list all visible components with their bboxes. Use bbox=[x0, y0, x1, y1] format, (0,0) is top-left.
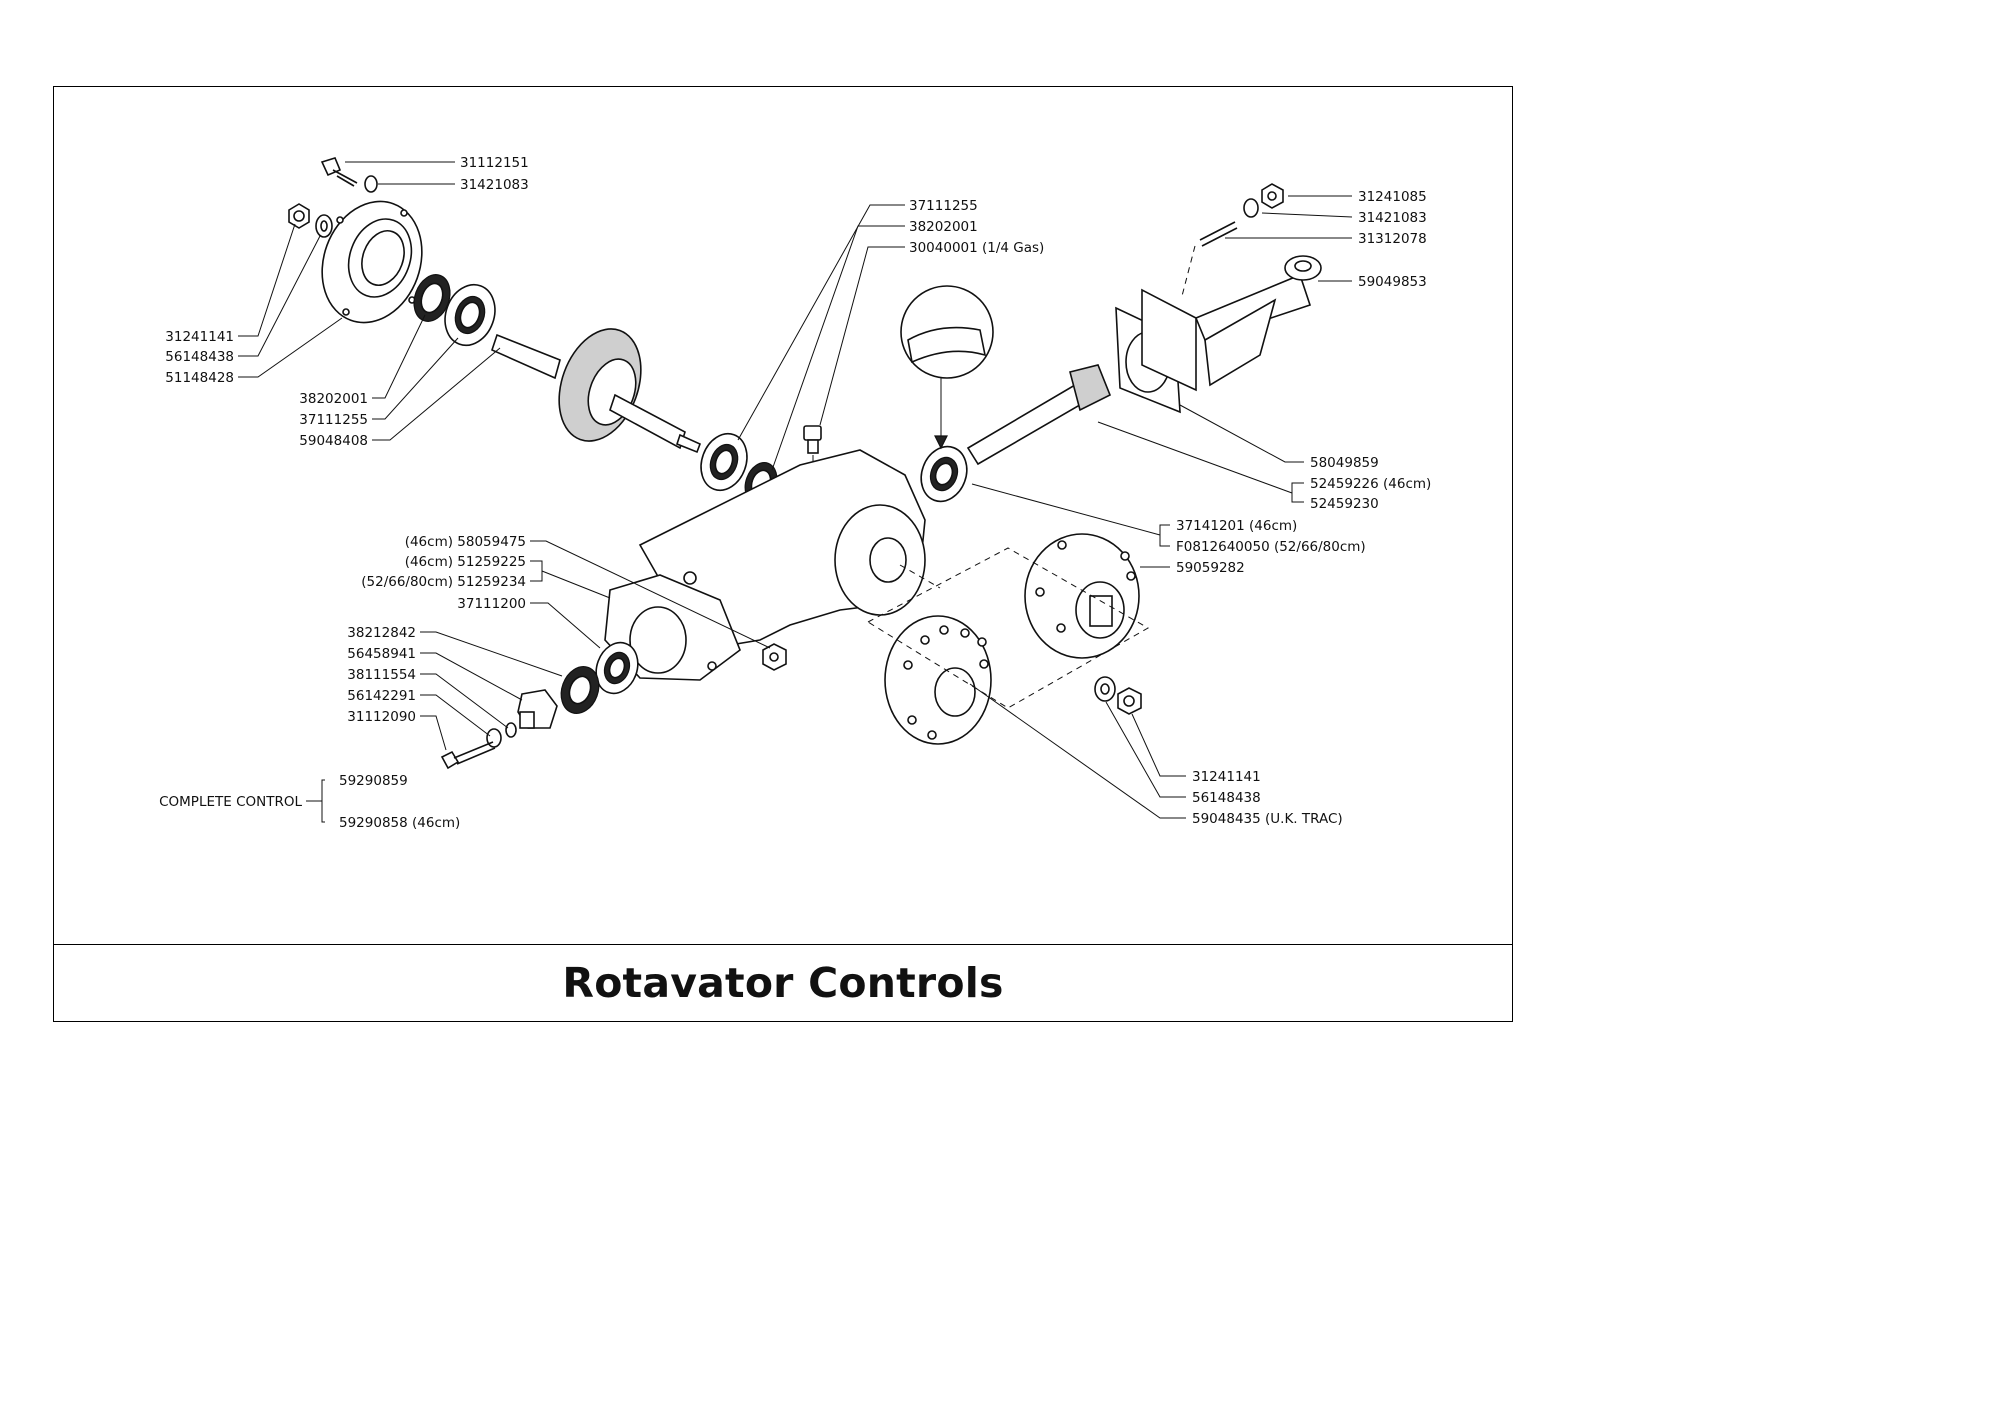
callout-31421083-right: 31421083 bbox=[1358, 210, 1427, 226]
callout-59049853: 59049853 bbox=[1358, 274, 1427, 290]
part-callouts: 31112151 31421083 31241141 56148438 5114… bbox=[159, 155, 1431, 831]
callout-58049859: 58049859 bbox=[1310, 455, 1379, 471]
nut-58059475 bbox=[762, 643, 787, 671]
callout-30040001: 30040001 (1/4 Gas) bbox=[909, 240, 1044, 256]
callout-58059475: (46cm) 58059475 bbox=[405, 534, 526, 550]
callout-38202001: 38202001 bbox=[299, 391, 368, 407]
nut-31241141 bbox=[288, 203, 310, 229]
bearing-37111255 bbox=[444, 283, 496, 347]
callout-31112090: 31112090 bbox=[347, 709, 416, 725]
washer-31421083-right bbox=[1243, 198, 1259, 218]
nut-31241085 bbox=[1261, 183, 1284, 209]
callout-37141201: 37141201 (46cm) bbox=[1176, 518, 1297, 534]
callout-38202001-mid: 38202001 bbox=[909, 219, 978, 235]
callout-51148428: 51148428 bbox=[165, 370, 234, 386]
callout-59048435: 59048435 (U.K. TRAC) bbox=[1192, 811, 1343, 827]
page-title: Rotavator Controls bbox=[562, 959, 1004, 1007]
control-cam-56458941 bbox=[517, 689, 558, 729]
callout-31241085: 31241085 bbox=[1358, 189, 1427, 205]
callout-56142291: 56142291 bbox=[347, 688, 416, 704]
callout-52459226: 52459226 (46cm) bbox=[1310, 476, 1431, 492]
callout-31241141-right: 31241141 bbox=[1192, 769, 1261, 785]
callout-37111255-mid: 37111255 bbox=[909, 198, 978, 214]
callout-51259234: (52/66/80cm) 51259234 bbox=[361, 574, 526, 590]
bearing-37111200 bbox=[595, 641, 639, 695]
leader-lines bbox=[238, 161, 1353, 823]
bevel-gear-shaft-59048408 bbox=[491, 328, 702, 454]
callout-31241141: 31241141 bbox=[165, 329, 234, 345]
callout-31421083: 31421083 bbox=[460, 177, 529, 193]
callout-59290858: 59290858 (46cm) bbox=[339, 815, 460, 831]
callout-59059282: 59059282 bbox=[1176, 560, 1245, 576]
washer-56148438-right bbox=[1094, 676, 1116, 702]
hub-59059282 bbox=[1024, 533, 1140, 659]
callout-31312078: 31312078 bbox=[1358, 231, 1427, 247]
callout-59048408: 59048408 bbox=[299, 433, 368, 449]
exploded-parts-diagram: 31112151 31421083 31241141 56148438 5114… bbox=[159, 155, 1431, 831]
callout-31112151: 31112151 bbox=[460, 155, 529, 171]
stud-31312078 bbox=[1199, 221, 1238, 247]
callout-56148438: 56148438 bbox=[165, 349, 234, 365]
drawing-frame bbox=[53, 86, 1513, 1022]
gearbox-housing bbox=[604, 449, 926, 681]
seal-38202001 bbox=[413, 274, 451, 322]
bolt-31112090 bbox=[440, 741, 496, 770]
callout-52459230: 52459230 bbox=[1310, 496, 1379, 512]
callout-37111255: 37111255 bbox=[299, 412, 368, 428]
washer-56148438 bbox=[315, 214, 333, 238]
callout-56148438-right: 56148438 bbox=[1192, 790, 1261, 806]
detail-magnifier bbox=[900, 285, 994, 450]
alignment-box bbox=[867, 547, 1150, 709]
hub-59048435 bbox=[884, 615, 992, 745]
callout-F0812640050: F0812640050 (52/66/80cm) bbox=[1176, 539, 1366, 555]
bearing-37111255-mid bbox=[700, 432, 748, 492]
bracket-59049853 bbox=[1141, 245, 1322, 392]
callout-51259225: (46cm) 51259225 bbox=[405, 554, 526, 570]
nut-31241141-right bbox=[1117, 687, 1142, 715]
callout-38212842: 38212842 bbox=[347, 625, 416, 641]
pinion-shaft-52459226 bbox=[966, 364, 1112, 466]
seal-38212842 bbox=[560, 666, 600, 714]
bolt-31112151 bbox=[320, 157, 358, 187]
washer-31421083 bbox=[364, 175, 378, 193]
callout-37111200: 37111200 bbox=[457, 596, 526, 612]
callout-56458941: 56458941 bbox=[347, 646, 416, 662]
bearing-37141201 bbox=[920, 445, 968, 503]
callout-59290859: 59290859 bbox=[339, 773, 408, 789]
callout-38111554: 38111554 bbox=[347, 667, 416, 683]
title-divider bbox=[53, 944, 1513, 945]
bearing-flange-51148428 bbox=[321, 200, 423, 324]
washer-38111554 bbox=[505, 722, 517, 738]
callout-complete-control: COMPLETE CONTROL bbox=[159, 794, 302, 810]
